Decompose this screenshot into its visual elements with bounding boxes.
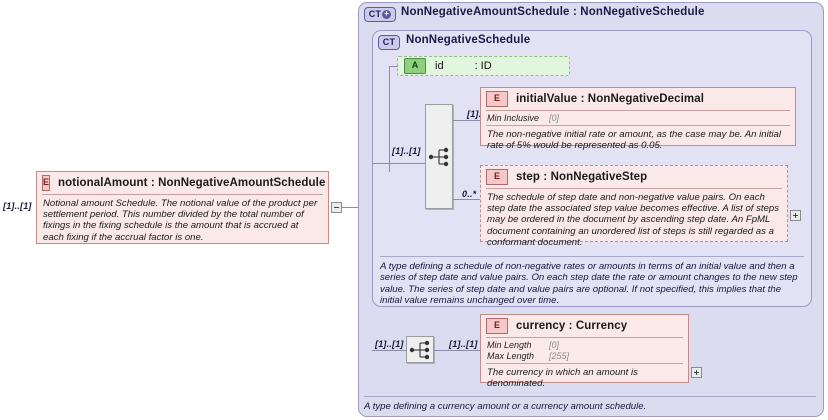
sequence-compositor-top[interactable] xyxy=(425,104,453,209)
element-name: step : NonNegativeStep xyxy=(516,171,648,183)
element-header: E notionalAmount : NonNegativeAmountSche… xyxy=(37,172,328,194)
element-facets: Min Inclusive [0] xyxy=(481,111,795,125)
attribute-connector-vertical xyxy=(389,66,390,172)
outer-type-title: NonNegativeAmountSchedule : NonNegativeS… xyxy=(401,6,705,18)
element-name: notionalAmount : NonNegativeAmountSchedu… xyxy=(58,177,326,189)
collapse-toggle-notionalAmount[interactable] xyxy=(331,202,342,213)
element-documentation: Notional amount Schedule. The notional v… xyxy=(43,198,318,243)
ct-plus-icon[interactable]: + xyxy=(382,10,392,19)
sequence-icon xyxy=(409,340,430,359)
element-documentation: The currency in which an amount is denom… xyxy=(487,367,638,390)
attribute-id[interactable]: A id : ID xyxy=(397,56,570,76)
outer-annotation-divider xyxy=(364,396,816,397)
sequence-icon xyxy=(428,147,449,166)
element-name: currency : Currency xyxy=(516,320,628,332)
source-cardinality: [1]..[1] xyxy=(3,201,32,211)
ct-badge-inner-label: CT xyxy=(382,37,396,47)
connector-into-sequence-bottom xyxy=(372,350,406,351)
divider xyxy=(486,337,683,338)
facet-label: Min Inclusive xyxy=(487,113,540,123)
element-documentation: The schedule of step date and non-negati… xyxy=(487,192,780,248)
divider xyxy=(42,194,323,195)
inner-type-title: NonNegativeSchedule xyxy=(406,34,531,46)
facet-value: [255] xyxy=(549,351,570,361)
ct-badge-label: CT xyxy=(368,9,382,19)
connector-sequence-to-initialValue xyxy=(453,120,480,121)
element-facets: Min Length [0] Max Length [255] xyxy=(481,338,688,363)
element-badge: E xyxy=(486,91,508,107)
divider xyxy=(486,125,790,126)
sequence-bottom-cardinality-in: [1]..[1] xyxy=(375,339,404,349)
element-badge: E xyxy=(486,318,508,334)
element-step[interactable]: E step : NonNegativeStep The schedule of… xyxy=(480,165,788,248)
sequence-compositor-bottom[interactable] xyxy=(406,336,434,363)
expand-toggle-step[interactable] xyxy=(790,210,801,221)
sequence-top-cardinality: [1]..[1] xyxy=(392,146,421,156)
facet-label: Min Length xyxy=(487,340,532,350)
divider xyxy=(486,363,683,364)
element-currency[interactable]: E currency : Currency Min Length [0] Max… xyxy=(480,314,689,389)
facet-label: Max Length xyxy=(487,351,535,361)
connector-sequence-to-currency xyxy=(434,350,480,351)
facet-value: [0] xyxy=(549,113,560,123)
attribute-badge: A xyxy=(404,58,426,74)
element-header: E step : NonNegativeStep xyxy=(481,166,787,188)
connector-into-sequence-top xyxy=(372,163,425,164)
inner-annotation-divider xyxy=(380,256,804,257)
connector-source-to-type xyxy=(342,207,358,208)
element-name: initialValue : NonNegativeDecimal xyxy=(516,93,704,105)
element-badge: E xyxy=(486,169,508,185)
ct-expand-badge-outer[interactable]: CT+ xyxy=(364,7,396,22)
element-documentation: The non-negative initial rate or amount,… xyxy=(487,129,782,152)
facet-row: Max Length [255] xyxy=(487,351,682,362)
facet-value: [0] xyxy=(549,340,560,350)
connector-sequence-to-step xyxy=(453,199,480,200)
element-badge: E xyxy=(42,175,51,191)
attribute-type: : ID xyxy=(474,60,492,72)
facet-row: Min Inclusive [0] xyxy=(487,113,789,124)
element-header: E currency : Currency xyxy=(481,315,688,337)
facet-row: Min Length [0] xyxy=(487,340,682,351)
outer-type-annotation: A type defining a currency amount or a c… xyxy=(364,401,647,412)
element-notionalAmount[interactable]: E notionalAmount : NonNegativeAmountSche… xyxy=(36,171,329,244)
attribute-name: id xyxy=(435,60,444,72)
expand-toggle-currency[interactable] xyxy=(691,367,702,378)
divider xyxy=(486,188,782,189)
divider xyxy=(486,110,790,111)
attribute-connector-horizontal xyxy=(389,66,398,67)
ct-badge-inner[interactable]: CT xyxy=(378,35,400,50)
inner-type-annotation: A type defining a schedule of non-negati… xyxy=(380,261,798,307)
element-initialValue[interactable]: E initialValue : NonNegativeDecimal Min … xyxy=(480,87,796,151)
sequence-bottom-cardinality-out: [1]..[1] xyxy=(449,339,478,349)
element-header: E initialValue : NonNegativeDecimal xyxy=(481,88,795,110)
step-cardinality: 0..* xyxy=(462,189,477,199)
